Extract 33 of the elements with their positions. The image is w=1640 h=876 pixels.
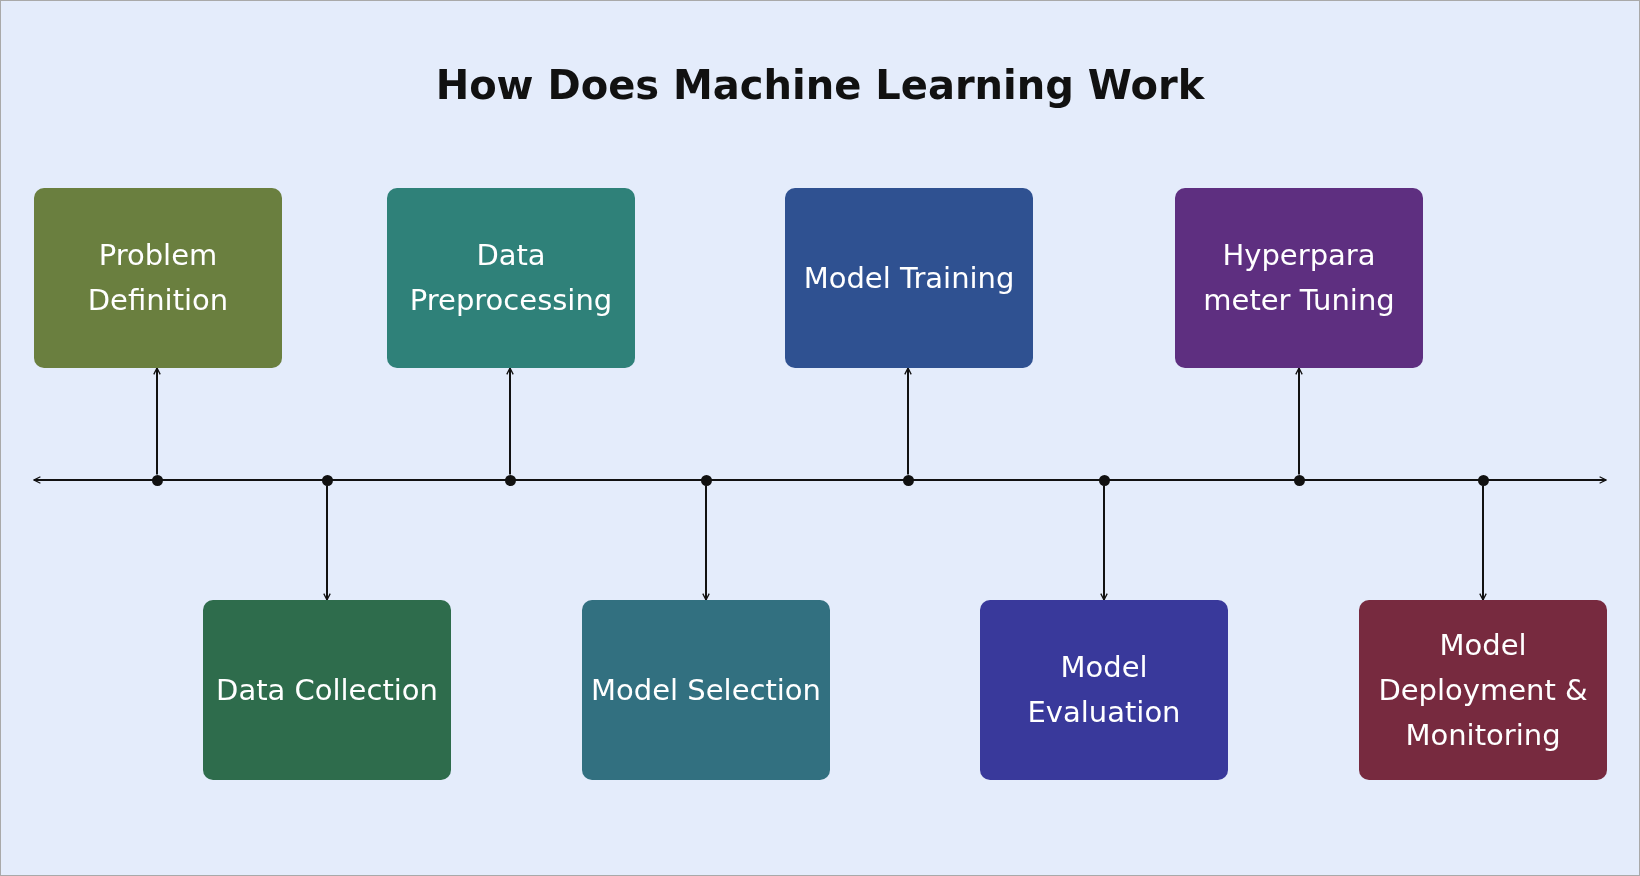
step-box (203, 600, 451, 780)
timeline-dot (1293, 474, 1305, 486)
timeline-dot (700, 474, 712, 486)
arrow (702, 484, 710, 601)
step-box (1359, 600, 1607, 780)
step-box (1175, 188, 1423, 368)
timeline-dot (151, 474, 163, 486)
step-label: Model Evaluation (1026, 649, 1182, 731)
arrow (904, 367, 912, 476)
step-label: Data Preprocessing (408, 237, 614, 319)
step-label: Model Training (803, 259, 1015, 297)
step-box (387, 188, 635, 368)
step-label: Hyperpara meter Tuning (1202, 237, 1396, 319)
step-box (980, 600, 1228, 780)
arrow (506, 367, 514, 476)
arrow (1295, 367, 1303, 476)
arrow (1100, 484, 1108, 601)
arrow (323, 484, 331, 601)
step-box (785, 188, 1033, 368)
step-label: Model Selection (591, 671, 821, 709)
step-label: Data Collection (216, 671, 438, 709)
timeline-dot (1098, 474, 1110, 486)
step-box (582, 600, 830, 780)
step-label: Model Deployment & Monitoring (1377, 626, 1589, 754)
arrow (1479, 484, 1487, 601)
timeline-dot (1477, 474, 1489, 486)
diagram-title: How Does Machine Learning Work (434, 62, 1206, 108)
timeline-dot (902, 474, 914, 486)
timeline-dot (504, 474, 516, 486)
arrow (153, 367, 161, 476)
step-label: Problem Definition (86, 237, 230, 319)
step-box (34, 188, 282, 368)
timeline-dot (321, 474, 333, 486)
